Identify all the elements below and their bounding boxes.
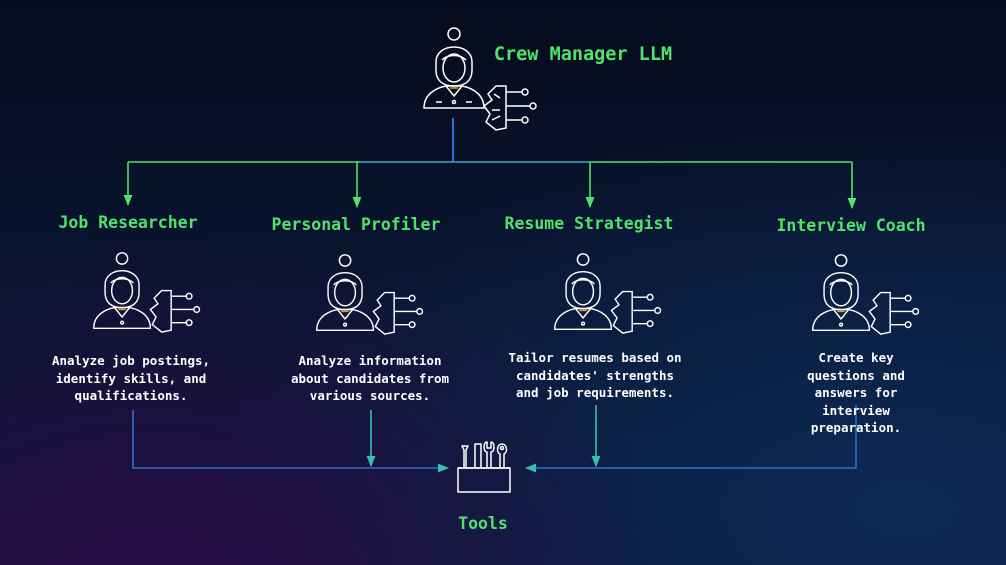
agent-title-interview-coach: Interview Coach: [776, 216, 926, 235]
person-icon: [423, 27, 485, 109]
agent-icon-group-interview-coach: [810, 251, 925, 336]
ai-brain-icon: [372, 291, 424, 335]
agent-icon-group-job-researcher: [91, 249, 206, 334]
ai-brain-icon: [610, 290, 662, 334]
tools-label: Tools: [458, 514, 508, 533]
person-icon: [93, 252, 152, 330]
agent-desc-personal-profiler: Analyze information about candidates fro…: [290, 353, 450, 403]
agent-desc-interview-coach: Create key questions and answers for int…: [807, 350, 905, 435]
agent-title-personal-profiler: Personal Profiler: [271, 215, 441, 234]
manager-title: Crew Manager LLM: [493, 44, 673, 65]
agent-desc-resume-strategist: Tailor resumes based on candidates' stre…: [508, 350, 682, 400]
person-icon: [554, 253, 613, 331]
ai-brain-icon: [482, 85, 537, 131]
agent-title-resume-strategist: Resume Strategist: [504, 214, 674, 233]
person-icon: [316, 254, 375, 332]
ai-brain-icon: [149, 289, 201, 333]
interview-coach-to-tools: [524, 405, 857, 473]
manager-icon-group: [422, 24, 542, 134]
agent-icon-group-resume-strategist: [552, 250, 667, 335]
job-researcher-to-tools: [132, 410, 450, 473]
person-icon: [812, 254, 871, 332]
agent-desc-job-researcher: Analyze job postings, identify skills, a…: [51, 353, 211, 403]
agent-title-job-researcher: Job Researcher: [58, 213, 198, 232]
toolbox-icon: [455, 438, 513, 496]
ai-brain-icon: [868, 291, 920, 335]
agent-icon-group-personal-profiler: [314, 251, 429, 336]
